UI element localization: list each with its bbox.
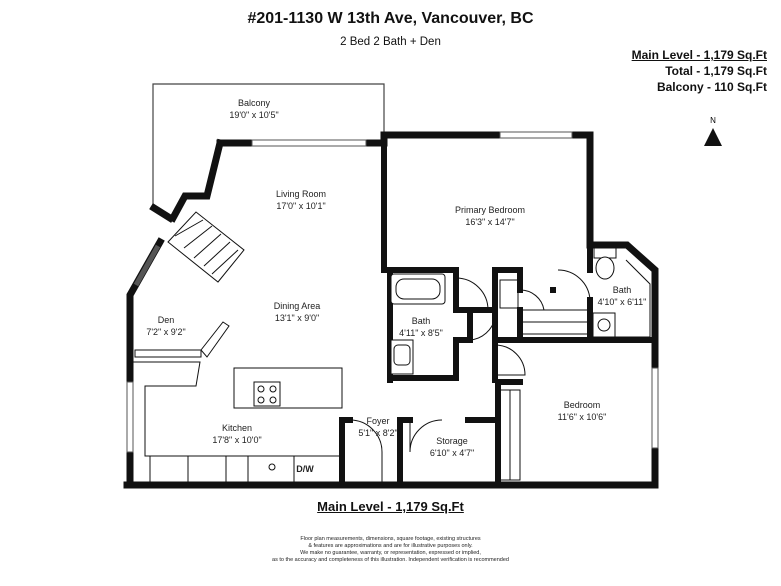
room-size: 17'8" x 10'0"	[212, 435, 261, 445]
main-level-area: Main Level - 1,179 Sq.Ft	[631, 48, 767, 62]
room-name: Dining Area	[274, 301, 321, 311]
room-name: Living Room	[276, 189, 326, 199]
dishwasher-label: D/W	[296, 464, 314, 474]
total-area: Total - 1,179 Sq.Ft	[665, 64, 767, 78]
room-foyer: Foyer 5'1" x 8'2"	[358, 416, 397, 438]
area-summary: Main Level - 1,179 Sq.Ft Total - 1,179 S…	[632, 47, 767, 95]
disclaimer-line: as to the accuracy and completeness of t…	[272, 557, 509, 563]
room-size: 16'3" x 14'7"	[465, 217, 514, 227]
room-size: 11'6" x 10'6"	[558, 412, 607, 422]
room-size: 17'0" x 10'1"	[276, 201, 325, 211]
den-partition	[134, 321, 230, 358]
disclaimer-line: & features are approximations and are fo…	[308, 543, 473, 549]
room-name: Bath	[613, 285, 632, 295]
stairs	[167, 211, 245, 283]
north-arrow-icon: N	[704, 116, 722, 146]
room-living-room: Living Room 17'0" x 10'1"	[276, 189, 326, 211]
room-name: Kitchen	[222, 423, 252, 433]
room-size: 4'11" x 8'5"	[399, 328, 443, 338]
room-balcony: Balcony 19'0" x 10'5"	[229, 98, 278, 120]
unit-summary-subtitle: 2 Bed 2 Bath + Den	[340, 36, 441, 48]
room-name: Primary Bedroom	[455, 205, 525, 215]
room-den: Den 7'2" x 9'2"	[146, 315, 185, 337]
disclaimer-text: Floor plan measurements, dimensions, squ…	[0, 536, 781, 564]
room-bedroom: Bedroom 11'6" x 10'6"	[558, 400, 607, 422]
room-name: Foyer	[366, 416, 389, 426]
room-name: Balcony	[238, 98, 271, 108]
closets	[499, 279, 589, 481]
room-name: Storage	[436, 436, 468, 446]
room-bath-2: Bath 4'10" x 6'11"	[598, 285, 647, 307]
balcony-outline	[152, 83, 385, 208]
listing-address-title: #201-1130 W 13th Ave, Vancouver, BC	[247, 10, 534, 27]
footer-level-area: Main Level - 1,179 Sq.Ft	[317, 499, 464, 514]
room-name: Den	[158, 315, 175, 325]
room-size: 4'10" x 6'11"	[598, 297, 647, 307]
room-kitchen: Kitchen 17'8" x 10'0"	[212, 423, 261, 445]
room-size: 13'1" x 9'0"	[275, 313, 319, 323]
disclaimer-line: Floor plan measurements, dimensions, squ…	[300, 536, 481, 542]
room-storage: Storage 6'10" x 4'7"	[430, 436, 474, 458]
kitchen-fixtures	[133, 361, 343, 486]
balcony-area: Balcony - 110 Sq.Ft	[656, 80, 767, 94]
room-primary-bedroom: Primary Bedroom 16'3" x 14'7"	[455, 205, 525, 227]
bath-1-fixtures	[390, 273, 446, 375]
door-swings	[349, 269, 591, 485]
room-name: Bath	[412, 316, 431, 326]
room-size: 7'2" x 9'2"	[146, 327, 185, 337]
room-size: 6'10" x 4'7"	[430, 448, 474, 458]
room-name: Bedroom	[564, 400, 601, 410]
room-dining-area: Dining Area 13'1" x 9'0"	[274, 301, 321, 323]
bath-2-fixtures	[592, 247, 651, 338]
north-label: N	[710, 116, 716, 125]
disclaimer-line: We make no guarantee, warranty, or repre…	[300, 550, 481, 556]
interior-walls	[339, 132, 658, 488]
room-bath-1: Bath 4'11" x 8'5"	[399, 316, 443, 338]
windows	[126, 131, 659, 453]
room-size: 19'0" x 10'5"	[229, 110, 278, 120]
room-size: 5'1" x 8'2"	[358, 428, 397, 438]
